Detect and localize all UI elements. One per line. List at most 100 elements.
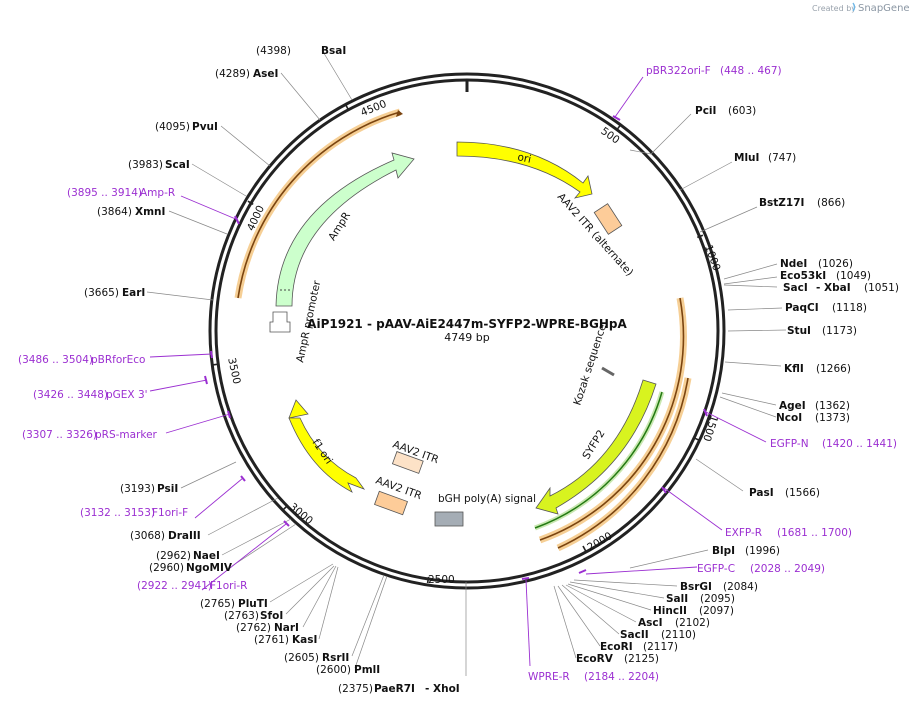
site-name-pasi[interactable]: PasI bbox=[749, 487, 774, 499]
site-pos-sali: (2095) bbox=[700, 593, 735, 605]
site-name-saci[interactable]: SacI bbox=[783, 282, 808, 294]
tick-label-1000: 1000 bbox=[702, 243, 722, 272]
site-name-eari[interactable]: EarI bbox=[122, 287, 145, 299]
site-name-xhoi[interactable]: - XhoI bbox=[425, 683, 460, 695]
site-name-rsrii[interactable]: RsrII bbox=[322, 652, 349, 664]
site-pos-pvui: (4095) bbox=[155, 121, 190, 133]
ampr-promoter-feature[interactable] bbox=[269, 311, 291, 333]
site-pos-psii: (3193) bbox=[120, 483, 155, 495]
site-name-pcii[interactable]: PciI bbox=[695, 105, 716, 117]
credit-brand[interactable]: SnapGene bbox=[858, 3, 910, 14]
primer-name-prs-marker[interactable]: pRS-marker bbox=[95, 429, 158, 441]
ampr-feature[interactable] bbox=[275, 152, 415, 307]
primer-pos-amp-r: (3895 .. 3914) bbox=[67, 187, 142, 199]
site-name-ndei[interactable]: NdeI bbox=[780, 258, 807, 270]
f1-ori-feature[interactable] bbox=[288, 417, 366, 493]
site-name-nari[interactable]: NarI bbox=[274, 622, 299, 634]
site-name-sfoi[interactable]: SfoI bbox=[260, 610, 283, 622]
kozak-label: Kozak sequence bbox=[571, 323, 609, 407]
site-name-xmni[interactable]: XmnI bbox=[135, 206, 165, 218]
tick-label-3500: 3500 bbox=[225, 357, 242, 386]
syfp2-feature[interactable] bbox=[535, 379, 657, 515]
site-pos-xmni: (3864) bbox=[97, 206, 132, 218]
tick-label-2500: 2500 bbox=[428, 574, 455, 586]
plasmid-length: 4749 bp bbox=[444, 331, 489, 344]
primer-name-pbrforeco[interactable]: pBRforEco bbox=[91, 354, 145, 366]
primer-pos-egfp-c: (2028 .. 2049) bbox=[750, 563, 825, 575]
site-pos-ngomiv: (2960) bbox=[149, 562, 184, 574]
site-pos-ecori: (2117) bbox=[643, 641, 678, 653]
site-pos-bsai: (4398) bbox=[256, 45, 291, 57]
site-name-asei[interactable]: AseI bbox=[253, 68, 278, 80]
site-name-bsai[interactable]: BsaI bbox=[321, 45, 346, 57]
site-pos-stui: (1173) bbox=[822, 325, 857, 337]
site-name-bsrgi[interactable]: BsrGI bbox=[680, 581, 712, 593]
primer-pos-pbr322ori-f: (448 .. 467) bbox=[720, 65, 782, 77]
site-name-bstz17i[interactable]: BstZ17I bbox=[759, 197, 804, 209]
site-name-agei[interactable]: AgeI bbox=[779, 400, 806, 412]
primer-name-pbr322ori-f[interactable]: pBR322ori-F bbox=[646, 65, 711, 77]
site-pos-draiii: (3068) bbox=[130, 530, 165, 542]
site-name-pmli[interactable]: PmlI bbox=[354, 664, 380, 676]
bgh-polya-feature[interactable] bbox=[434, 511, 464, 527]
aav2-itr-feature[interactable] bbox=[391, 451, 424, 474]
site-name-kasi[interactable]: KasI bbox=[292, 634, 317, 646]
site-name-eco53ki[interactable]: Eco53kI bbox=[780, 270, 826, 282]
site-pos-naei: (2962) bbox=[156, 550, 191, 562]
site-name-ncoi[interactable]: NcoI bbox=[776, 412, 802, 424]
primer-marks bbox=[204, 115, 708, 580]
site-leader-lines bbox=[146, 49, 787, 676]
site-pos-blpi: (1996) bbox=[745, 545, 780, 557]
site-name-ngomiv[interactable]: NgoMIV bbox=[186, 562, 233, 574]
site-name-psii[interactable]: PsiI bbox=[157, 483, 178, 495]
site-name-naei[interactable]: NaeI bbox=[193, 550, 220, 562]
primer-name-exfp-r[interactable]: EXFP-R bbox=[725, 527, 762, 539]
aav2-itr-2-feature[interactable] bbox=[373, 490, 409, 516]
itr-alt-feature[interactable] bbox=[593, 203, 623, 235]
ori-label: ori bbox=[516, 151, 532, 166]
primer-name-amp-r[interactable]: Amp-R bbox=[140, 187, 175, 199]
primer-name-egfp-n[interactable]: EGFP-N bbox=[770, 438, 809, 450]
site-name-hincii[interactable]: HincII bbox=[653, 605, 687, 617]
site-pos-ndei: (1026) bbox=[818, 258, 853, 270]
primer-name-egfp-c[interactable]: EGFP-C bbox=[697, 563, 735, 575]
site-name-asci[interactable]: AscI bbox=[638, 617, 663, 629]
site-pos-paer7i: (2375) bbox=[338, 683, 373, 695]
site-name-pluti[interactable]: PluTI bbox=[238, 598, 268, 610]
site-name-pvui[interactable]: PvuI bbox=[192, 121, 218, 133]
site-pos-eco53ki: (1049) bbox=[836, 270, 871, 282]
primer-pos-prs-marker: (3307 .. 3326) bbox=[22, 429, 97, 441]
f1-ori-arrowhead bbox=[288, 399, 309, 419]
site-name-ecorv[interactable]: EcoRV bbox=[576, 653, 614, 665]
primer-name-f1ori-f[interactable]: F1ori-F bbox=[152, 507, 188, 519]
site-name-xbai[interactable]: - XbaI bbox=[816, 282, 851, 294]
site-pos-nari: (2762) bbox=[236, 622, 271, 634]
site-name-paqci[interactable]: PaqCI bbox=[785, 302, 819, 314]
site-name-mlui[interactable]: MluI bbox=[734, 152, 759, 164]
primer-pos-f1ori-f: (3132 .. 3153) bbox=[80, 507, 155, 519]
snapgene-logo-icon bbox=[852, 2, 856, 12]
kozak-feature[interactable] bbox=[601, 366, 615, 377]
site-pos-ncoi: (1373) bbox=[815, 412, 850, 424]
site-pos-ecorv: (2125) bbox=[624, 653, 659, 665]
site-name-scai[interactable]: ScaI bbox=[165, 159, 190, 171]
site-name-ecori[interactable]: EcoRI bbox=[600, 641, 633, 653]
site-name-draiii[interactable]: DraIII bbox=[168, 530, 201, 542]
site-pos-bsrgi: (2084) bbox=[723, 581, 758, 593]
site-name-paer7i[interactable]: PaeR7I bbox=[374, 683, 415, 695]
ori-feature[interactable] bbox=[456, 141, 593, 199]
credit-prefix: Created by bbox=[812, 4, 856, 13]
site-name-sacii[interactable]: SacII bbox=[620, 629, 649, 641]
site-name-kfli[interactable]: KflI bbox=[784, 363, 804, 375]
site-name-blpi[interactable]: BlpI bbox=[712, 545, 735, 557]
primer-name-wpre-r[interactable]: WPRE-R bbox=[528, 671, 570, 683]
site-name-stui[interactable]: StuI bbox=[787, 325, 811, 337]
primer-name-pgex3[interactable]: pGEX 3' bbox=[106, 389, 148, 401]
site-pos-kfli: (1266) bbox=[816, 363, 851, 375]
site-pos-pluti: (2765) bbox=[200, 598, 235, 610]
primer-name-f1ori-r[interactable]: F1ori-R bbox=[210, 580, 247, 592]
site-name-sali[interactable]: SalI bbox=[666, 593, 688, 605]
plasmid-name: AiP1921 - pAAV-AiE2447m-SYFP2-WPRE-BGHpA bbox=[307, 317, 627, 331]
tick-label-3000: 3000 bbox=[287, 501, 315, 527]
